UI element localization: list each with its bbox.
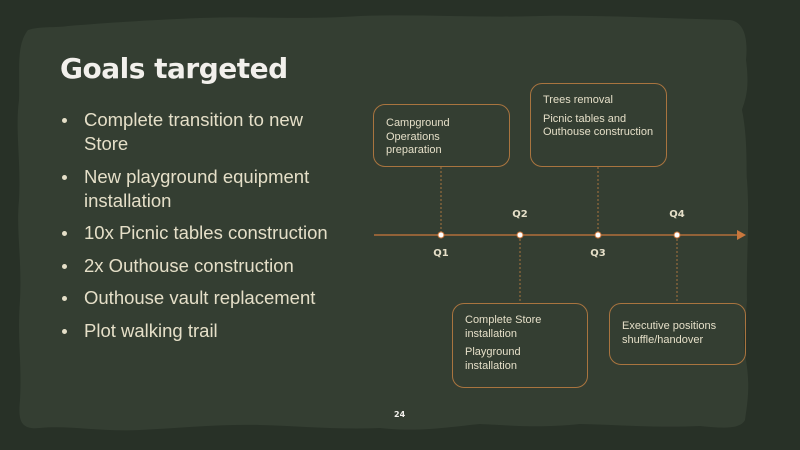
arrow-head-icon bbox=[737, 230, 746, 240]
goal-item: 2x Outhouse construction bbox=[60, 254, 350, 278]
quarter-label-q2: Q2 bbox=[512, 209, 528, 220]
milestone-item: Complete Store installation bbox=[465, 314, 542, 340]
goal-item: 10x Picnic tables construction bbox=[60, 221, 350, 245]
bullet-icon bbox=[62, 231, 67, 236]
milestone-dot-q4 bbox=[673, 231, 681, 239]
bullet-icon bbox=[62, 263, 67, 269]
milestone-dot-q2 bbox=[516, 231, 524, 239]
milestone-item: Playground installation bbox=[465, 346, 521, 372]
milestone-item: Trees removal bbox=[543, 94, 613, 106]
slide-title: Goals targeted bbox=[60, 52, 288, 85]
goals-list: Complete transition to new Store New pla… bbox=[60, 108, 350, 351]
milestone-item: Campground Operations preparation bbox=[386, 117, 450, 156]
milestone-box-q4: Executive positions shuffle/handover bbox=[609, 303, 746, 365]
milestone-dot-q1 bbox=[437, 231, 445, 239]
goal-item: Plot walking trail bbox=[60, 319, 350, 343]
bullet-icon bbox=[62, 328, 67, 334]
milestone-item: Picnic tables and Outhouse construction bbox=[543, 112, 654, 139]
page-number: 24 bbox=[394, 410, 406, 419]
bullet-icon bbox=[62, 296, 67, 301]
bullet-icon bbox=[62, 174, 67, 180]
torn-paper-panel bbox=[17, 15, 749, 431]
quarter-label-q4: Q4 bbox=[669, 209, 685, 220]
bullet-icon bbox=[62, 118, 67, 123]
milestone-box-q1: Campground Operations preparation bbox=[373, 104, 510, 167]
milestone-box-q2: Complete Store installation Playground i… bbox=[452, 303, 588, 388]
goal-item: New playground equipment installation bbox=[60, 165, 350, 213]
goal-item: Complete transition to new Store bbox=[60, 108, 350, 156]
milestone-dot-q3 bbox=[594, 231, 602, 239]
goal-item: Outhouse vault replacement bbox=[60, 286, 350, 310]
milestone-box-q3: Trees removal Picnic tables and Outhouse… bbox=[530, 83, 667, 167]
milestone-item: Executive positions shuffle/handover bbox=[622, 320, 717, 346]
quarter-label-q3: Q3 bbox=[590, 248, 606, 259]
quarter-label-q1: Q1 bbox=[433, 248, 449, 259]
